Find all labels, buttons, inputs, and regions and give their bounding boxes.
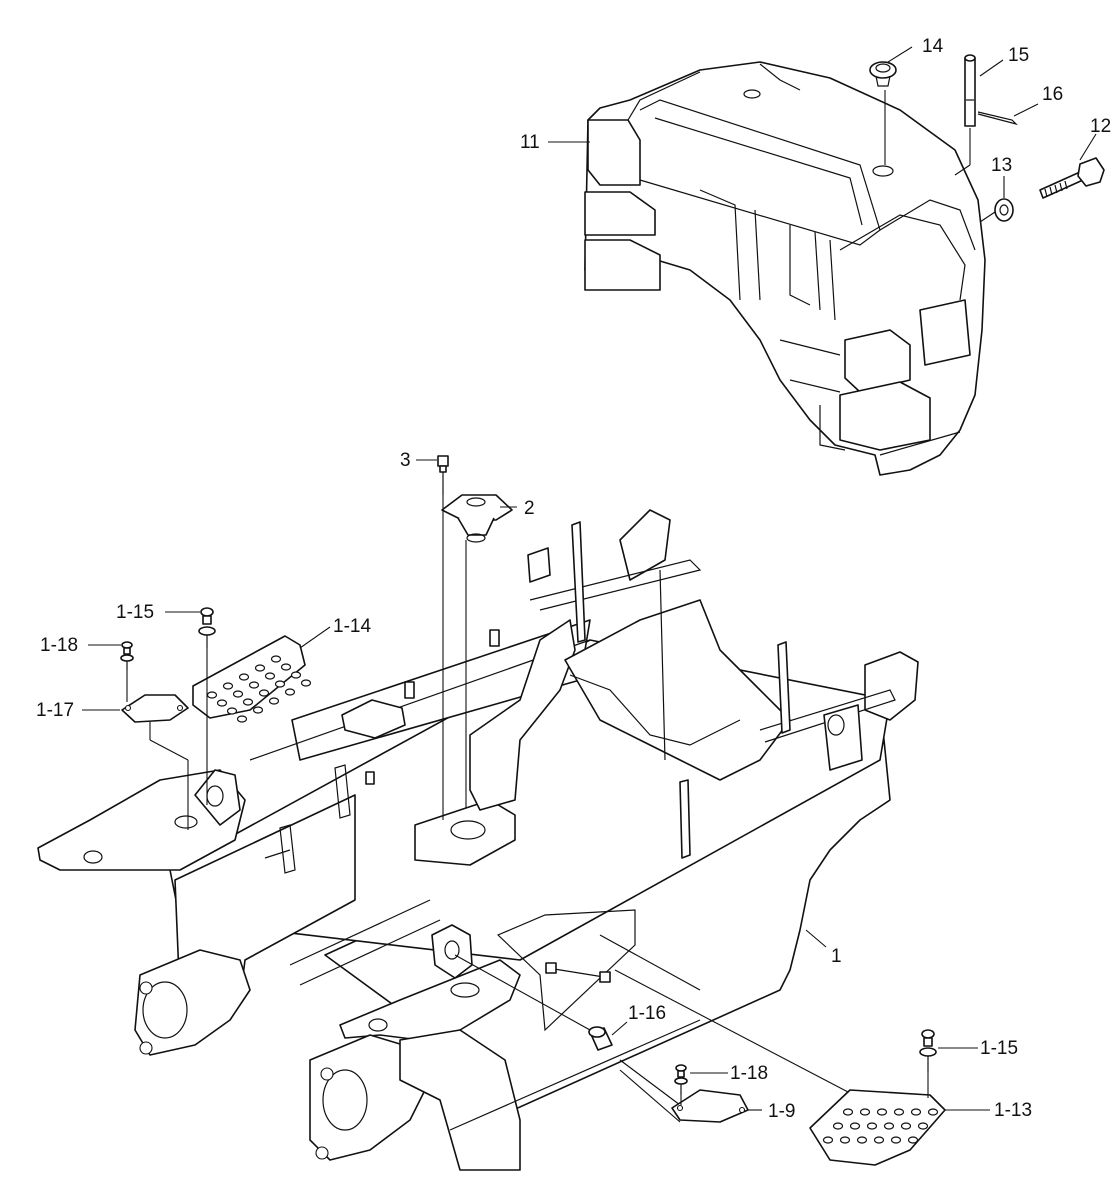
- cap-plug: [869, 61, 897, 87]
- step-plate-hole: [248, 681, 260, 689]
- step-plate-hole: [290, 671, 302, 679]
- callout-1-17: 1-17: [36, 700, 74, 721]
- cover-plate-1-9: [671, 1089, 749, 1123]
- callout-1: 1: [831, 946, 842, 967]
- leader-lines: [82, 46, 1097, 1123]
- step-plate-hole: [873, 1136, 885, 1144]
- rubber-mount: [441, 494, 513, 543]
- step-plate-hole: [849, 1122, 861, 1130]
- step-plate-hole: [268, 697, 280, 705]
- bolt-1-18-top: [120, 641, 134, 670]
- cover-plate-1-17: [121, 694, 189, 723]
- callout-15: 15: [1008, 45, 1029, 66]
- step-plate-hole: [917, 1122, 929, 1130]
- step-plate-hole: [893, 1108, 905, 1116]
- lifting-pin: [964, 54, 976, 127]
- step-plate-hole: [242, 698, 254, 706]
- step-plate-hole: [236, 715, 248, 723]
- step-plate-hole: [300, 679, 312, 687]
- callout-16: 16: [1042, 84, 1063, 105]
- step-plate-hole: [232, 690, 244, 698]
- step-plate-hole: [270, 655, 282, 663]
- step-plate-hole: [280, 663, 292, 671]
- step-plate-hole: [206, 691, 218, 699]
- step-plate-hole: [254, 664, 266, 672]
- step-plate-hole: [842, 1108, 854, 1116]
- step-plate-hole: [274, 680, 286, 688]
- split-pin: [977, 111, 1018, 126]
- counterweight: [584, 61, 986, 476]
- bolt: [1039, 157, 1105, 199]
- callout-14: 14: [922, 36, 944, 57]
- callout-1-18-top: 1-18: [40, 635, 78, 656]
- step-plate-right: [809, 1089, 946, 1166]
- step-plate-hole: [216, 699, 228, 707]
- collar: [588, 1026, 613, 1051]
- callout-1-13: 1-13: [994, 1100, 1032, 1121]
- step-plate-hole: [258, 689, 270, 697]
- callout-1-14: 1-14: [333, 616, 371, 637]
- step-plate-hole: [264, 672, 276, 680]
- step-plate-hole: [252, 706, 264, 714]
- callout-13: 13: [991, 155, 1012, 176]
- step-plate-hole: [859, 1108, 871, 1116]
- step-plate-hole: [822, 1136, 834, 1144]
- step-plate-hole: [226, 707, 238, 715]
- step-plate-hole: [907, 1136, 919, 1144]
- step-plate-hole: [890, 1136, 902, 1144]
- main-frame: [37, 509, 919, 1171]
- callout-1-9: 1-9: [768, 1101, 795, 1122]
- callout-11: 11: [520, 132, 540, 153]
- step-plate-hole: [927, 1108, 939, 1116]
- step-plate-hole: [883, 1122, 895, 1130]
- step-plate-left: [192, 635, 312, 723]
- callout-1-15-top: 1-15: [116, 602, 154, 623]
- step-plate-hole: [238, 673, 250, 681]
- bolt-1-18-bottom: [674, 1064, 688, 1095]
- callout-1-15-bottom: 1-15: [980, 1038, 1018, 1059]
- step-plate-hole: [839, 1136, 851, 1144]
- callout-12: 12: [1090, 116, 1111, 137]
- step-plate-hole: [866, 1122, 878, 1130]
- step-plate-hole: [284, 688, 296, 696]
- callout-labels: 14 15 16 12 11 13 3 2 1-15 1-14 1-18 1-1…: [36, 36, 1111, 1122]
- step-plate-hole: [832, 1122, 844, 1130]
- step-plate-hole: [222, 682, 234, 690]
- step-plate-hole: [876, 1108, 888, 1116]
- callout-1-16: 1-16: [628, 1003, 666, 1024]
- bolt-1-15-top: [198, 607, 216, 648]
- bolt-1-15-bottom: [919, 1029, 937, 1072]
- callout-1-18-bottom: 1-18: [730, 1063, 768, 1084]
- step-plate-hole: [910, 1108, 922, 1116]
- washer: [994, 198, 1014, 222]
- callout-2: 2: [524, 498, 535, 519]
- step-plate-hole: [856, 1136, 868, 1144]
- bolt-3: [437, 455, 449, 495]
- step-plate-hole: [900, 1122, 912, 1130]
- callout-3: 3: [400, 450, 411, 471]
